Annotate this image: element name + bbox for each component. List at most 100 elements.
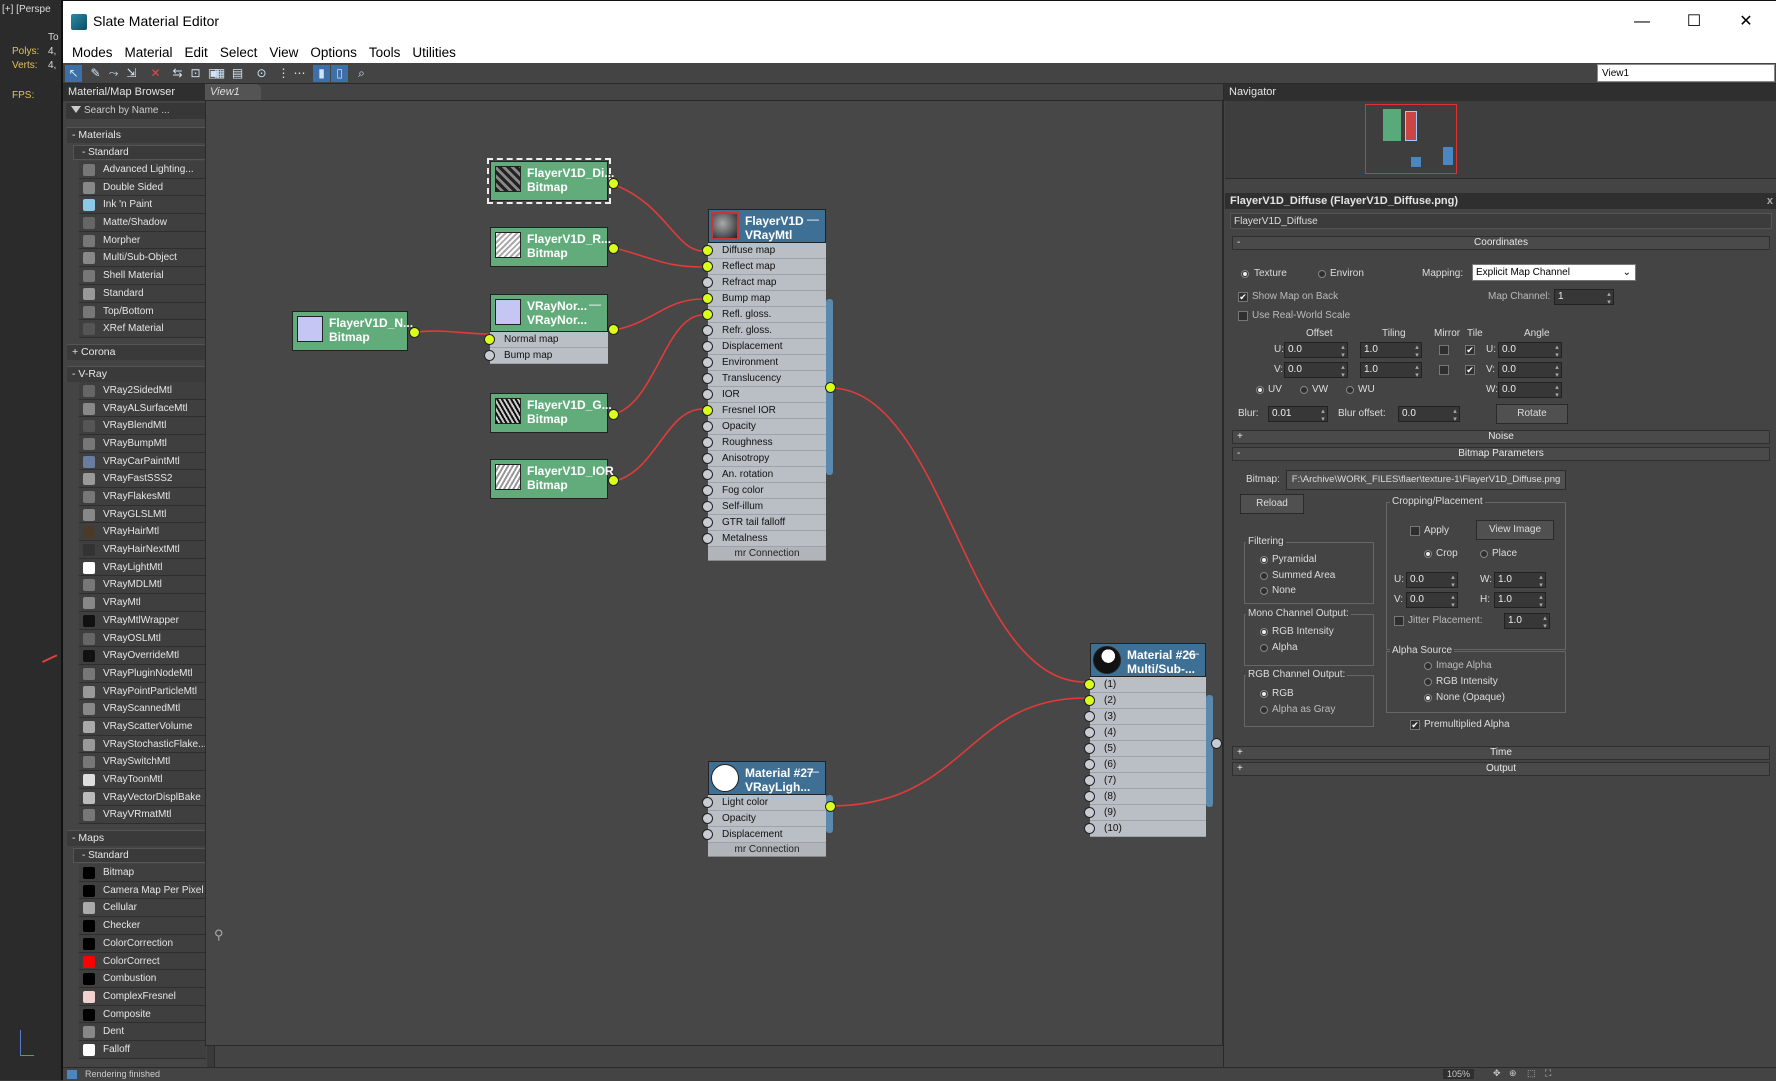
hide-unused-icon[interactable]: ⊡ [190,66,201,80]
alpha-as-gray-radio[interactable] [1260,706,1268,714]
assign-material-icon[interactable]: ⇲ [126,66,137,80]
browser-item[interactable]: VRayFastSSS2 [79,470,206,488]
node-diffuse-header[interactable]: FlayerV1D_Di... Bitmap [487,158,614,204]
browser-item[interactable]: VRayPluginNodeMtl [79,664,206,683]
slot-multisub-4-port[interactable] [1084,743,1095,754]
rollout-time[interactable]: +Time [1232,746,1770,760]
slot-vraymtl-15[interactable]: Fog color [708,483,826,499]
crop-u-spinner[interactable]: 0.0 [1406,572,1458,589]
rgb-radio[interactable] [1260,690,1268,698]
slot-vraymtl-5-port[interactable] [702,325,713,336]
zoom-region-icon[interactable]: ⬚ [1527,1068,1536,1078]
browser-item[interactable]: Composite [79,1005,206,1024]
texture-radio[interactable] [1241,270,1249,278]
slot-vraymtl-14-port[interactable] [702,469,713,480]
slot-vraymtl-16-port[interactable] [702,501,713,512]
node-reflect-bitmap[interactable]: FlayerV1D_R... Bitmap [490,227,619,272]
browser-item[interactable]: VRayScatterVolume [79,717,206,736]
menu-edit[interactable]: Edit [184,45,208,60]
show-map-icon[interactable]: ▣ [207,66,220,80]
slot-vraymtl-12-port[interactable] [702,437,713,448]
group-corona[interactable]: + Corona [67,343,206,360]
slot-vraylight-1[interactable]: Opacity [708,811,826,827]
node-ior-header[interactable]: FlayerV1D_IOR Bitmap [490,459,614,499]
browser-item[interactable]: VRayCarPaintMtl [79,452,206,471]
browser-item[interactable]: XRef Material [79,320,206,338]
slot-vraymtl-7[interactable]: Environment [708,355,826,371]
zoom-extents-status-icon[interactable]: ⛶ [1545,1068,1552,1078]
slot-vraymtl-14[interactable]: An. rotation [708,467,826,483]
layout-all-icon[interactable]: ▤ [231,66,244,80]
browser-item[interactable]: Ink 'n Paint [79,196,206,215]
slot-vraymtl-7-port[interactable] [702,357,713,368]
show-map-on-back-checkbox[interactable]: ✔ [1238,292,1248,302]
slot-vraylight-2-port[interactable] [702,829,713,840]
map-name-field[interactable]: FlayerV1D_Diffuse [1230,213,1772,229]
node-vraymtl-header[interactable]: FlayerV1D VRayMtl — [708,209,826,243]
tab-view1[interactable]: View1 [205,84,261,100]
slot-multisub-6-port[interactable] [1084,775,1095,786]
browser-item[interactable]: VRay2SidedMtl [79,381,206,400]
crop-radio[interactable] [1424,550,1432,558]
blur-offset-spinner[interactable]: 0.0 [1398,406,1460,423]
v-angle-spinner[interactable]: 0.0 [1498,362,1562,379]
u-mirror-checkbox[interactable] [1439,345,1449,355]
apply-checkbox[interactable] [1410,526,1420,536]
group-materials[interactable]: - Materials [67,127,206,143]
v-tiling-spinner[interactable]: 1.0 [1360,362,1422,379]
menu-modes[interactable]: Modes [72,45,113,60]
browser-item[interactable]: ColorCorrect [79,952,206,971]
browser-item[interactable]: Bitmap [79,864,206,882]
node-vraylight-output-port[interactable] [825,801,836,812]
node-gloss-header[interactable]: FlayerV1D_G... Bitmap [490,393,612,433]
toggle-params-icon[interactable]: ▯ [331,65,348,82]
delete-icon[interactable]: ✕ [150,66,161,80]
node-reflect-header[interactable]: FlayerV1D_R... Bitmap [490,227,611,267]
node-vraymtl-output-port[interactable] [825,382,836,393]
rgb-intensity-radio[interactable] [1260,628,1268,636]
slot-vraylight-1-port[interactable] [702,813,713,824]
layout-horizontal-icon[interactable]: ⋯ [293,66,306,80]
mr-connection-footer[interactable]: mr Connection [708,547,826,561]
browser-item[interactable]: Top/Bottom [79,302,206,321]
navigator-view[interactable] [1225,101,1776,179]
browser-item[interactable]: Cellular [79,899,206,918]
slot-multisub-6[interactable]: (7) [1090,773,1206,789]
slot-normal-map[interactable]: Normal map [490,332,608,348]
crop-v-spinner[interactable]: 0.0 [1406,592,1458,609]
slot-vraymtl-9-port[interactable] [702,389,713,400]
v-tile-checkbox[interactable]: ✔ [1465,365,1475,375]
slot-vraymtl-18-port[interactable] [702,533,713,544]
browser-item[interactable]: VRayLightMtl [79,558,206,577]
slot-vraymtl-8-port[interactable] [702,373,713,384]
slot-vraymtl-11-port[interactable] [702,421,713,432]
navigator-viewport-frame[interactable] [1365,104,1457,174]
place-radio[interactable] [1480,550,1488,558]
browser-item[interactable]: Camera Map Per Pixel [79,881,206,900]
browser-item[interactable]: VRayPointParticleMtl [79,682,206,701]
u-offset-spinner[interactable]: 0.0 [1284,342,1348,359]
slot-vraymtl-10[interactable]: Fresnel IOR [708,403,826,419]
menu-utilities[interactable]: Utilities [412,45,456,60]
node-normal-bitmap[interactable]: FlayerV1D_N... Bitmap [292,311,420,356]
crop-h-spinner[interactable]: 1.0 [1494,592,1546,609]
zoom-extents-icon[interactable]: ⌕ [358,66,365,80]
params-close-button[interactable]: x [1766,195,1773,207]
toggle-browser-icon[interactable]: ▮ [313,65,330,82]
slot-vraymtl-2[interactable]: Refract map [708,275,826,291]
browser-item[interactable]: VRayHairNextMtl [79,541,206,559]
browser-item[interactable]: VRayBumpMtl [79,434,206,453]
slot-vraymtl-18[interactable]: Metalness [708,531,826,547]
browser-item[interactable]: Advanced Lighting... [79,161,206,179]
node-normal-output-port[interactable] [409,327,420,338]
v-offset-spinner[interactable]: 0.0 [1284,362,1348,379]
slot-multisub-5[interactable]: (6) [1090,757,1206,773]
rollout-noise[interactable]: +Noise [1232,430,1770,444]
crop-w-spinner[interactable]: 1.0 [1494,572,1546,589]
node-view[interactable]: FlayerV1D_Di... Bitmap FlayerV1D_R... Bi… [205,100,1223,1046]
slot-multisub-3-port[interactable] [1084,727,1095,738]
slot-vraymtl-9[interactable]: IOR [708,387,826,403]
u-tile-checkbox[interactable]: ✔ [1465,345,1475,355]
slot-vraylight-0[interactable]: Light color [708,795,826,811]
